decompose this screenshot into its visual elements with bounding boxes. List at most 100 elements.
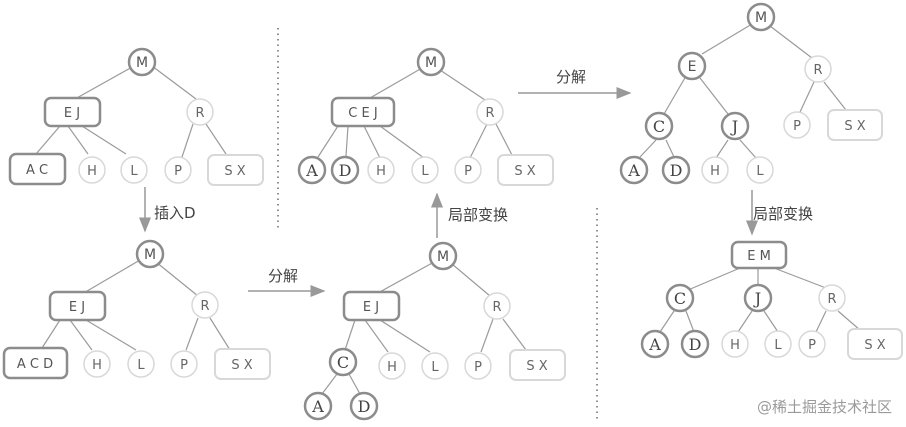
svg-text:E J: E J [64, 106, 80, 121]
svg-text:M: M [755, 10, 767, 26]
watermark-text: @稀土掘金技术社区 [756, 398, 892, 416]
tree-5-node-d: D [661, 155, 691, 185]
svg-text:P: P [464, 164, 472, 179]
tree-4-node-r: R [476, 98, 504, 126]
tree-1-node-h: H [78, 156, 106, 184]
tree-6-node-j: J [743, 283, 773, 313]
tree-4-node-d: D [330, 155, 360, 185]
svg-text:S X: S X [514, 164, 535, 179]
svg-text:E J: E J [363, 300, 379, 315]
tree-4-node-l: L [411, 156, 439, 184]
tree-5-node-a: A [619, 155, 649, 185]
svg-text:H: H [387, 360, 397, 375]
svg-text:R: R [492, 300, 501, 315]
tree-4: M C E J R A D H L P [297, 47, 554, 186]
tree-5-node-h: H [701, 156, 729, 184]
svg-text:A C: A C [26, 163, 48, 178]
tree-2-node-sx: S X [214, 348, 271, 380]
tree-5: M E R C J P S X A [619, 2, 883, 185]
svg-text:S X: S X [224, 164, 245, 179]
svg-text:P: P [808, 338, 816, 353]
svg-text:L: L [756, 164, 764, 179]
tree-6-node-h: H [721, 330, 749, 358]
tree-3-node-c: C [328, 347, 358, 377]
svg-text:H: H [87, 164, 97, 179]
svg-text:C: C [337, 353, 349, 372]
tree-5-node-sx: S X [827, 109, 883, 141]
svg-text:J: J [753, 289, 761, 308]
tree-5-node-c: C [644, 111, 674, 141]
tree-4-node-m: M [416, 47, 446, 77]
svg-text:R: R [195, 106, 204, 121]
svg-text:D: D [358, 397, 371, 416]
svg-text:H: H [376, 164, 386, 179]
tree-4-node-p: P [454, 156, 482, 184]
tree-2-node-l: L [127, 350, 155, 378]
tree-4-node-cej: C E J [330, 96, 396, 128]
tree-1-node-l: L [120, 156, 148, 184]
tree-5-node-p: P [783, 111, 811, 139]
label-local-transform-2: 局部变换 [753, 205, 813, 223]
tree-1: M E J R A C H L P S X [8, 47, 264, 186]
tree-3-node-sx: S X [509, 349, 566, 381]
tree-6-node-r: R [818, 284, 846, 312]
tree-6: E M C J R A D H L [640, 240, 903, 360]
tree-3-node-l: L [421, 352, 449, 380]
svg-text:R: R [813, 63, 822, 78]
tree-1-node-p: P [164, 156, 192, 184]
svg-text:M: M [437, 249, 449, 265]
tree-3-node-d: D [349, 391, 379, 421]
svg-text:M: M [425, 55, 437, 71]
svg-text:L: L [137, 358, 145, 373]
tree-4-node-h: H [367, 156, 395, 184]
svg-text:E J: E J [69, 300, 85, 315]
tree-2-node-h: H [83, 350, 111, 378]
tree-5-node-j: J [720, 111, 750, 141]
svg-text:H: H [730, 338, 740, 353]
svg-text:C: C [674, 289, 686, 308]
tree-3-node-m: M [428, 241, 458, 271]
svg-text:P: P [793, 119, 801, 134]
tree-6-node-d: D [680, 329, 710, 359]
tree-5-node-e: E [677, 51, 707, 81]
svg-text:S X: S X [864, 338, 885, 353]
svg-text:J: J [730, 117, 738, 136]
svg-text:A: A [627, 161, 640, 180]
svg-text:E: E [688, 59, 697, 75]
svg-text:C E J: C E J [348, 106, 377, 121]
tree-3-node-p: P [464, 352, 492, 380]
svg-text:D: D [670, 161, 683, 180]
tree-6-node-c: C [665, 283, 695, 313]
svg-text:H: H [92, 358, 102, 373]
svg-text:P: P [474, 360, 482, 375]
tree-2-node-p: P [170, 350, 198, 378]
svg-text:R: R [485, 106, 494, 121]
label-local-transform-1: 局部变换 [448, 206, 508, 224]
svg-text:P: P [180, 358, 188, 373]
tree-2-node-acd: A C D [2, 346, 69, 380]
svg-text:R: R [827, 292, 836, 307]
arrow-split-2: 分解 [518, 68, 632, 99]
svg-text:C: C [653, 117, 665, 136]
svg-text:S X: S X [844, 119, 865, 134]
tree-4-node-a: A [297, 155, 327, 185]
arrow-insert-d: 插入D [139, 187, 196, 233]
tree-3-node-a: A [303, 391, 333, 421]
arrow-local-transform-2: 局部变换 [746, 190, 813, 236]
tree-1-node-ej: E J [43, 96, 102, 128]
tree-2-node-m: M [135, 239, 165, 269]
tree-6-node-sx: S X [847, 328, 903, 360]
svg-text:A: A [305, 161, 318, 180]
tree-3-node-ej: E J [342, 290, 401, 322]
tree-1-node-sx: S X [207, 154, 264, 186]
svg-text:A C D: A C D [17, 357, 53, 372]
label-insert-d: 插入D [154, 204, 196, 222]
svg-text:H: H [710, 164, 720, 179]
tree-2-node-r: R [191, 291, 219, 319]
tree-1-node-m: M [127, 47, 157, 77]
tree-5-node-l: L [746, 156, 774, 184]
svg-text:S X: S X [231, 358, 252, 373]
svg-text:A: A [648, 335, 661, 354]
tree-6-node-em: E M [730, 240, 788, 270]
